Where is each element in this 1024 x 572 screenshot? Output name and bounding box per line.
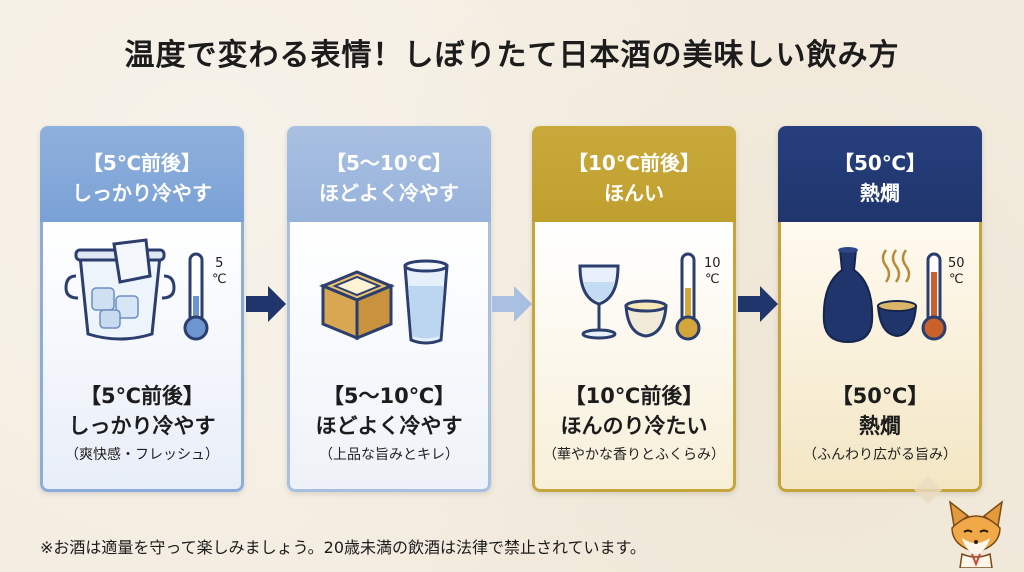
thermometer-label: 5 ℃ <box>212 256 227 288</box>
diamond-ornament-icon <box>914 476 942 504</box>
card-body <box>532 222 736 492</box>
card-label-temp: 【5～10℃】 <box>322 384 456 408</box>
card-label-title: しっかり冷やす <box>68 414 216 438</box>
card-header: 【5℃前後】 しっかり冷やす <box>40 126 244 222</box>
thermometer-unit: ℃ <box>948 272 964 287</box>
card-header-temp: 【5～10℃】 <box>326 151 452 175</box>
card-body <box>778 222 982 492</box>
thermometer-label: 50 ℃ <box>948 256 965 288</box>
card-5c: 【5℃前後】 しっかり冷やす 5 ℃ 【5℃前後】 しっかり冷やす （爽快感・フ… <box>40 126 244 492</box>
card-header: 【5～10℃】 ほどよく冷やす <box>287 126 491 222</box>
arrow-right-icon <box>738 286 778 322</box>
card-header-title: しっかり冷やす <box>72 181 212 205</box>
thermometer-value: 50 <box>948 256 965 271</box>
masu-box-icon <box>319 270 395 341</box>
thermometer-label: 10 ℃ <box>704 256 721 288</box>
card-header-title: ほどよく冷やす <box>319 181 459 205</box>
card-5-10c: 【5～10℃】 ほどよく冷やす 【5～10℃】 ほどよく冷やす （上品な旨みとキ… <box>287 126 491 492</box>
card-label-temp: 【50℃】 <box>831 384 929 408</box>
ice-bucket-icon <box>64 238 209 341</box>
tokkuri-and-cup-icon <box>822 247 947 344</box>
thermometer-icon <box>675 252 701 341</box>
card-header-title: ほんい <box>604 181 664 205</box>
card-label-desc: （上品な旨みとキレ） <box>319 447 459 463</box>
thermometer-value: 10 <box>704 256 721 271</box>
card-header: 【10℃前後】 ほんい <box>532 126 736 222</box>
card-label-title: ほどよく冷やす <box>315 414 463 438</box>
card-header-temp: 【50℃】 <box>833 151 927 175</box>
fox-mascot-icon <box>948 500 1004 568</box>
card-header: 【50℃】 熱燗 <box>778 126 982 222</box>
footnote: ※お酒は適量を守って楽しみましょう。20歳未満の飲酒は法律で禁止されています。 <box>40 538 646 557</box>
glasses-and-thermometer-icon <box>578 252 701 341</box>
card-body <box>287 222 491 492</box>
card-header-temp: 【10℃前後】 <box>567 151 701 175</box>
glass-icon <box>403 259 449 345</box>
card-50c: 【50℃】 熱燗 50 ℃ 【50℃】 熱燗 （ふんわり広がる旨み） <box>778 126 982 492</box>
card-header-title: 熱燗 <box>860 181 900 205</box>
card-10c: 【10℃前後】 ほんい 10 ℃ 【10℃前後】 ほんのり冷たい （華やかな香り… <box>532 126 736 492</box>
card-label-desc: （爽快感・フレッシュ） <box>65 447 219 463</box>
page-title: 温度で変わる表情！しぼりたて日本酒の美味しい飲み方 <box>124 38 900 73</box>
thermometer-unit: ℃ <box>704 272 720 287</box>
wine-glass-icon <box>578 264 620 340</box>
card-label-temp: 【5℃前後】 <box>79 384 205 408</box>
thermometer-icon <box>921 252 947 341</box>
arrow-right-icon <box>492 286 532 322</box>
thermometer-value: 5 <box>215 256 224 271</box>
masu-and-glass-icon <box>319 259 449 345</box>
card-header-temp: 【5℃前後】 <box>82 151 202 175</box>
thermometer-unit: ℃ <box>212 272 227 287</box>
arrow-right-icon <box>246 286 286 322</box>
sake-cup-icon <box>624 299 668 338</box>
tokkuri-icon <box>822 247 874 344</box>
card-label-desc: （華やかな香りとふくらみ） <box>543 447 725 463</box>
card-label-desc: （ふんわり広がる旨み） <box>803 447 957 463</box>
steaming-cup-icon <box>876 249 918 338</box>
card-label-title: ほんのり冷たい <box>560 414 708 438</box>
card-label-temp: 【10℃前後】 <box>564 384 704 408</box>
card-label-title: 熱燗 <box>859 414 901 438</box>
